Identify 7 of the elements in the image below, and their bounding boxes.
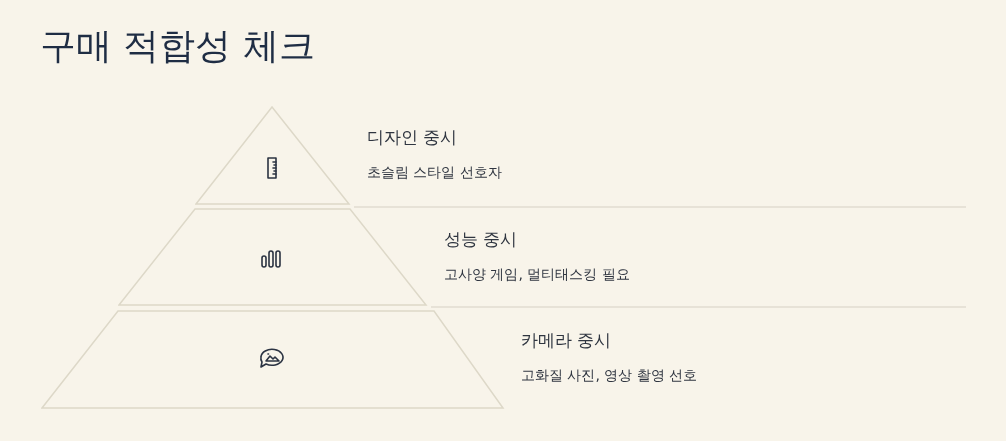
tier-heading: 카메라 중시 xyxy=(521,330,612,350)
tier-description: 고사양 게임, 멀티태스킹 필요 xyxy=(444,265,630,283)
tier-description: 고화질 사진, 영상 촬영 선호 xyxy=(521,366,698,384)
title: 구매 적합성 체크 xyxy=(40,24,315,68)
tier-heading: 성능 중시 xyxy=(444,229,518,249)
tier-description: 초슬림 스타일 선호자 xyxy=(367,163,502,181)
tier-heading: 디자인 중시 xyxy=(367,127,458,147)
